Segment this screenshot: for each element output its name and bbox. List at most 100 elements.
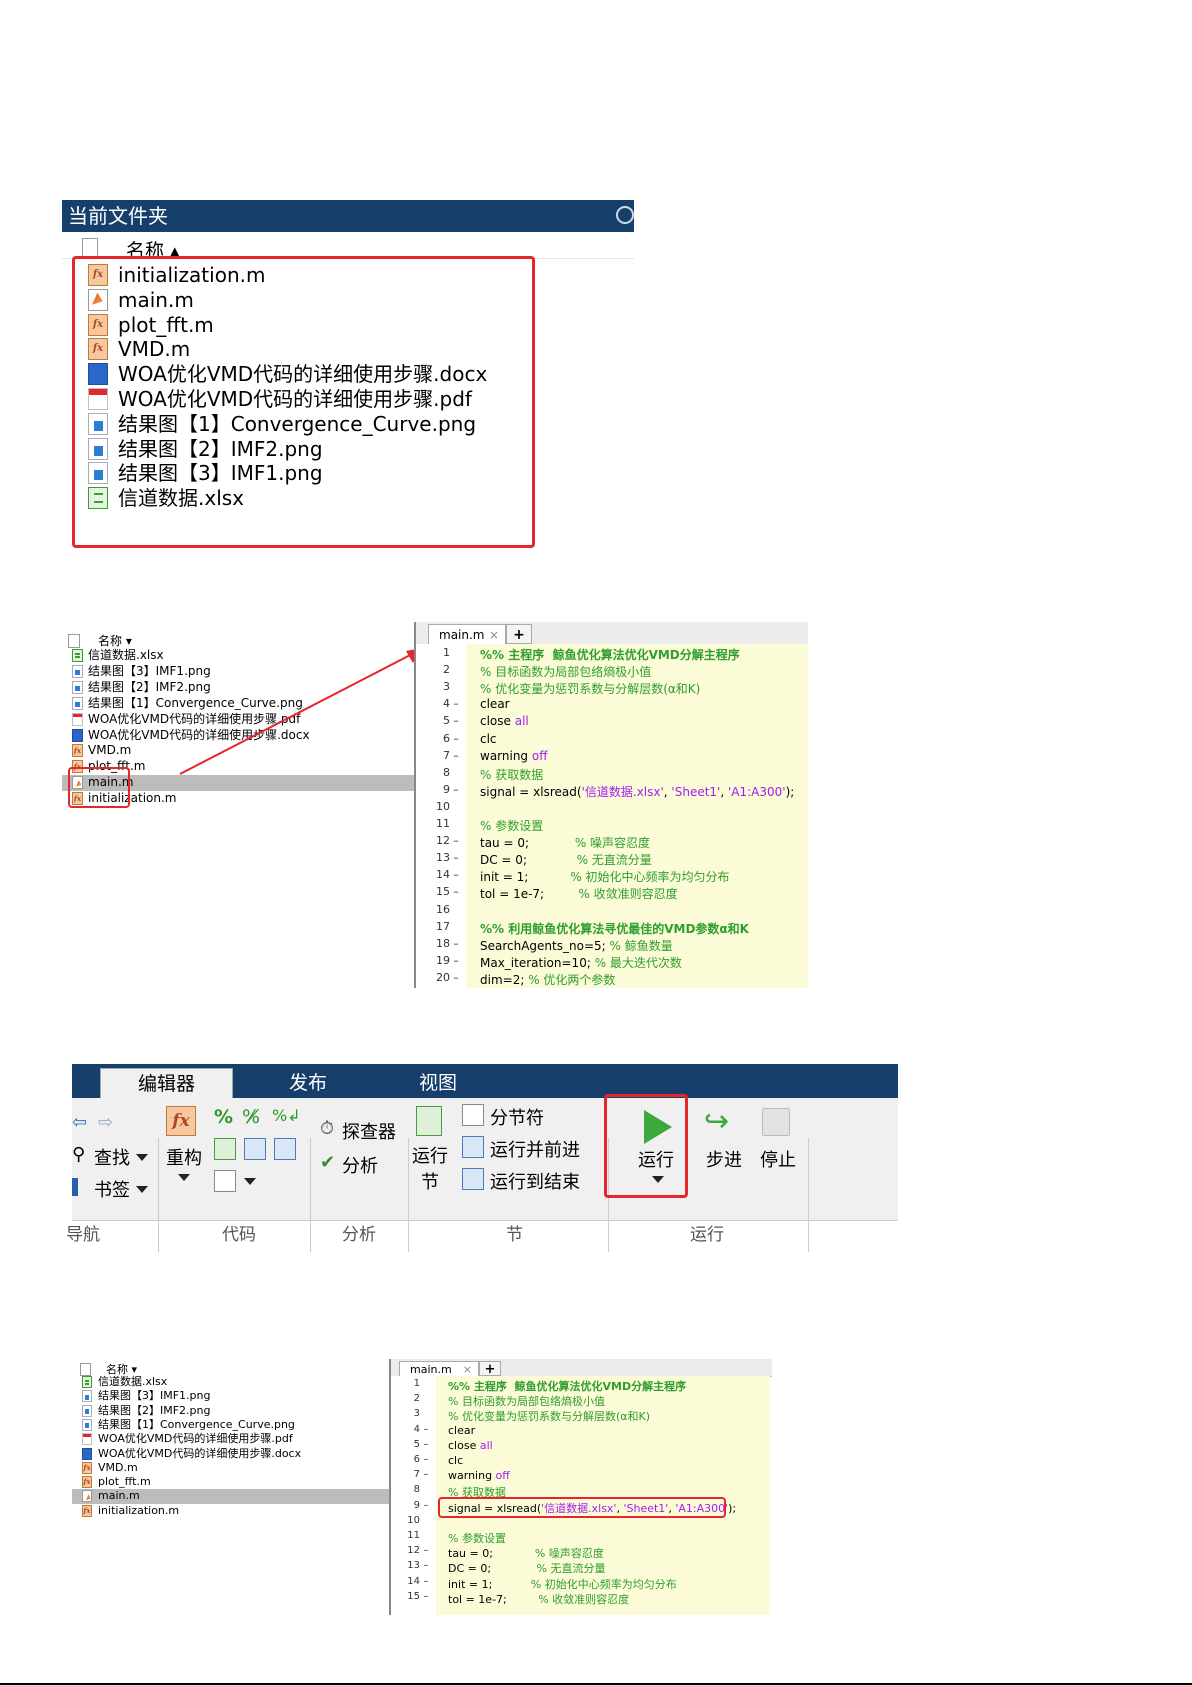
file-row[interactable]: WOA优化VMD代码的详细使用步骤.docx	[62, 728, 414, 744]
code-line[interactable]: tau = 0; % 噪声容忍度	[480, 834, 650, 851]
code-line[interactable]: % 优化变量为惩罚系数与分解层数(α和K)	[448, 1408, 650, 1424]
column-header[interactable]: 名称 ▴	[62, 232, 634, 262]
code-line[interactable]: tol = 1e-7; % 收敛准则容忍度	[480, 885, 678, 902]
code-line[interactable]: signal = xlsread('信道数据.xlsx', 'Sheet1', …	[480, 783, 794, 800]
breakpoint-marker[interactable]: –	[453, 885, 459, 899]
code-line[interactable]: dim=2; % 优化两个参数	[480, 971, 615, 988]
insert-function-icon[interactable]	[214, 1170, 236, 1192]
tab-main-m[interactable]: main.m×	[399, 1361, 479, 1376]
code-line[interactable]: % 获取数据	[480, 766, 543, 783]
refactor-button[interactable]: 重构	[166, 1148, 202, 1169]
run-button[interactable]: 运行	[638, 1150, 674, 1171]
breakpoint-marker[interactable]: –	[423, 1545, 429, 1557]
code-line[interactable]: DC = 0; % 无直流分量	[448, 1560, 605, 1576]
breakpoint-marker[interactable]: –	[453, 834, 459, 848]
code-line[interactable]: init = 1; % 初始化中心频率为均匀分布	[480, 868, 730, 885]
code-line[interactable]: % 目标函数为局部包络熵极小值	[480, 663, 651, 680]
code-line[interactable]: Max_iteration=10; % 最大迭代次数	[480, 954, 682, 971]
breakpoint-marker[interactable]: –	[453, 936, 459, 950]
tab-publish[interactable]: 发布	[288, 1072, 327, 1094]
breakpoint-marker[interactable]: –	[453, 851, 459, 865]
profiler-button[interactable]: 探查器	[342, 1122, 396, 1143]
file-row[interactable]: WOA优化VMD代码的详细使用步骤.pdf	[62, 712, 414, 728]
find-button[interactable]: 查找	[94, 1148, 130, 1169]
code-line[interactable]: % 获取数据	[448, 1484, 506, 1500]
file-row[interactable]: main.m	[72, 1489, 390, 1504]
run-section-button[interactable]: 运行 节	[412, 1146, 448, 1193]
code-line[interactable]: DC = 0; % 无直流分量	[480, 851, 652, 868]
close-icon[interactable]: ×	[488, 628, 499, 642]
code-line[interactable]: signal = xlsread('信道数据.xlsx', 'Sheet1', …	[448, 1500, 736, 1516]
file-row[interactable]: WOA优化VMD代码的详细使用步骤.docx	[72, 1447, 390, 1461]
code-line[interactable]: %% 主程序 鲸鱼优化算法优化VMD分解主程序	[480, 646, 740, 663]
code-line[interactable]: tol = 1e-7; % 收敛准则容忍度	[448, 1591, 629, 1607]
breakpoint-marker[interactable]: –	[453, 714, 459, 728]
breakpoint-marker[interactable]: –	[423, 1590, 429, 1602]
code-line[interactable]: warning off	[448, 1469, 510, 1482]
breakpoint-marker[interactable]: –	[423, 1469, 429, 1481]
code-line[interactable]: % 参数设置	[448, 1530, 506, 1546]
code-line[interactable]: SearchAgents_no=5; % 鲸鱼数量	[480, 937, 673, 954]
file-row[interactable]: 结果图【2】IMF2.png	[62, 680, 414, 696]
analyze-button[interactable]: 分析	[342, 1156, 378, 1177]
close-icon[interactable]: ×	[462, 1363, 472, 1376]
tab-main-m[interactable]: main.m×	[428, 624, 506, 644]
uncomment-icon[interactable]: %̸	[242, 1106, 261, 1128]
tab-editor[interactable]: 编辑器	[100, 1068, 233, 1098]
chevron-down-icon[interactable]	[136, 1154, 148, 1161]
code-line[interactable]: clc	[448, 1454, 463, 1467]
decrease-indent-icon[interactable]	[244, 1138, 266, 1160]
tab-view[interactable]: 视图	[418, 1072, 457, 1094]
code-line[interactable]: clc	[480, 732, 497, 746]
breakpoint-marker[interactable]: –	[453, 731, 459, 745]
back-arrow-icon[interactable]: ⇦	[72, 1112, 88, 1133]
breakpoint-marker[interactable]: –	[423, 1438, 429, 1450]
chevron-down-icon[interactable]	[136, 1186, 148, 1193]
code-line[interactable]: init = 1; % 初始化中心频率为均匀分布	[448, 1576, 677, 1592]
section-break-button[interactable]: 分节符	[490, 1108, 544, 1129]
breakpoint-marker[interactable]: –	[453, 970, 459, 984]
code-line[interactable]: %% 主程序 鲸鱼优化算法优化VMD分解主程序	[448, 1378, 686, 1394]
chevron-down-icon[interactable]	[652, 1176, 664, 1183]
bookmark-button[interactable]: 书签	[94, 1180, 130, 1201]
breakpoint-marker[interactable]: –	[453, 868, 459, 882]
breakpoint-marker[interactable]: –	[453, 697, 459, 711]
code-line[interactable]: % 参数设置	[480, 817, 543, 834]
new-tab-button[interactable]: +	[506, 624, 532, 644]
chevron-down-icon[interactable]	[178, 1174, 190, 1181]
code-line[interactable]: clear	[480, 697, 510, 711]
breakpoint-marker[interactable]: –	[453, 782, 459, 796]
increase-indent-icon[interactable]	[274, 1138, 296, 1160]
file-row[interactable]: 结果图【3】IMF1.png	[72, 1389, 390, 1403]
file-row[interactable]: 信道数据.xlsx	[72, 1375, 390, 1389]
breakpoint-marker[interactable]: –	[423, 1499, 429, 1511]
file-row[interactable]: 结果图【2】IMF2.png	[72, 1404, 390, 1418]
smart-indent-icon[interactable]	[214, 1138, 236, 1160]
code-line[interactable]: % 目标函数为局部包络熵极小值	[448, 1393, 605, 1409]
new-tab-button[interactable]: +	[479, 1361, 501, 1377]
chevron-down-icon[interactable]	[244, 1178, 256, 1185]
code-line[interactable]: clear	[448, 1424, 475, 1437]
file-row[interactable]: main.m	[62, 775, 414, 792]
forward-arrow-icon[interactable]: ⇨	[98, 1112, 114, 1133]
file-row[interactable]: WOA优化VMD代码的详细使用步骤.pdf	[72, 1432, 390, 1446]
stop-button[interactable]: 停止	[760, 1150, 796, 1171]
breakpoint-marker[interactable]: –	[453, 953, 459, 967]
file-row[interactable]: 结果图【1】Convergence_Curve.png	[62, 696, 414, 712]
run-advance-button[interactable]: 运行并前进	[490, 1140, 580, 1161]
breakpoint-marker[interactable]: –	[423, 1423, 429, 1435]
file-row[interactable]: 结果图【1】Convergence_Curve.png	[72, 1418, 390, 1432]
code-area[interactable]: %% 主程序 鲸鱼优化算法优化VMD分解主程序% 目标函数为局部包络熵极小值% …	[436, 1376, 770, 1615]
file-row[interactable]: 结果图【3】IMF1.png	[62, 664, 414, 680]
code-line[interactable]: warning off	[480, 749, 547, 763]
run-icon[interactable]	[644, 1110, 672, 1144]
code-line[interactable]: close all	[448, 1439, 493, 1452]
